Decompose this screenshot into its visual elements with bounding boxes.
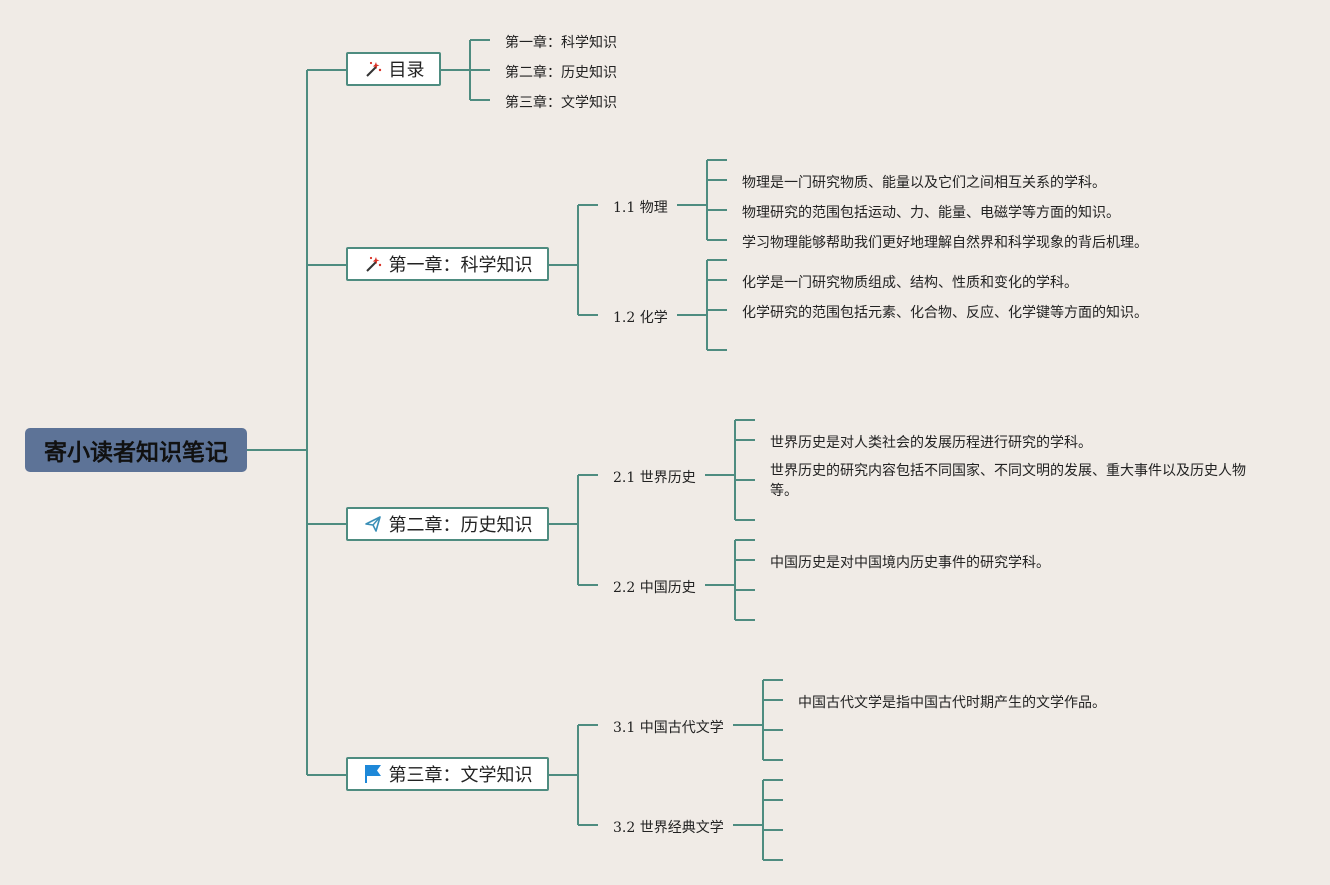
magic-wand-icon bbox=[363, 59, 383, 79]
note-1-1-1[interactable]: 物理是一门研究物质、能量以及它们之间相互关系的学科。 bbox=[742, 175, 1106, 191]
note-2-1-1[interactable]: 世界历史是对人类社会的发展历程进行研究的学科。 bbox=[770, 435, 1092, 451]
chapter-3-node[interactable]: 第三章：文学知识 bbox=[346, 757, 549, 791]
section-3-2[interactable]: 3.2 世界经典文学 bbox=[613, 820, 724, 836]
note-1-1-2[interactable]: 物理研究的范围包括运动、力、能量、电磁学等方面的知识。 bbox=[742, 205, 1120, 221]
note-3-1-1[interactable]: 中国古代文学是指中国古代时期产生的文学作品。 bbox=[798, 695, 1106, 711]
chapter-1-label: 第一章：科学知识 bbox=[388, 255, 533, 276]
note-2-2-1[interactable]: 中国历史是对中国境内历史事件的研究学科。 bbox=[770, 555, 1050, 571]
note-1-2-1[interactable]: 化学是一门研究物质组成、结构、性质和变化的学科。 bbox=[742, 275, 1078, 291]
chapter-3-label: 第三章：文学知识 bbox=[388, 765, 533, 786]
toc-item-1[interactable]: 第一章：科学知识 bbox=[505, 35, 617, 51]
note-1-2-2[interactable]: 化学研究的范围包括元素、化合物、反应、化学键等方面的知识。 bbox=[742, 305, 1148, 321]
toc-node[interactable]: 目录 bbox=[346, 52, 441, 86]
root-title: 寄小读者知识笔记 bbox=[44, 440, 228, 466]
toc-item-2[interactable]: 第二章：历史知识 bbox=[505, 65, 617, 81]
section-2-2[interactable]: 2.2 中国历史 bbox=[613, 580, 696, 596]
toc-label: 目录 bbox=[388, 60, 425, 81]
toc-item-3[interactable]: 第三章：文学知识 bbox=[505, 95, 617, 111]
blue-flag-icon bbox=[363, 764, 383, 784]
magic-wand-icon bbox=[363, 254, 383, 274]
note-1-1-3[interactable]: 学习物理能够帮助我们更好地理解自然界和科学现象的背后机理。 bbox=[742, 235, 1148, 251]
chapter-2-label: 第二章：历史知识 bbox=[388, 515, 533, 536]
section-1-2[interactable]: 1.2 化学 bbox=[613, 310, 668, 326]
chapter-2-node[interactable]: 第二章：历史知识 bbox=[346, 507, 549, 541]
note-2-1-2[interactable]: 世界历史的研究内容包括不同国家、不同文明的发展、重大事件以及历史人物等。 bbox=[770, 463, 1246, 499]
root-topic[interactable]: 寄小读者知识笔记 bbox=[25, 428, 247, 472]
chapter-1-node[interactable]: 第一章：科学知识 bbox=[346, 247, 549, 281]
section-2-1[interactable]: 2.1 世界历史 bbox=[613, 470, 696, 486]
section-1-1[interactable]: 1.1 物理 bbox=[613, 200, 668, 216]
section-3-1[interactable]: 3.1 中国古代文学 bbox=[613, 720, 724, 736]
paper-plane-icon bbox=[363, 514, 383, 534]
